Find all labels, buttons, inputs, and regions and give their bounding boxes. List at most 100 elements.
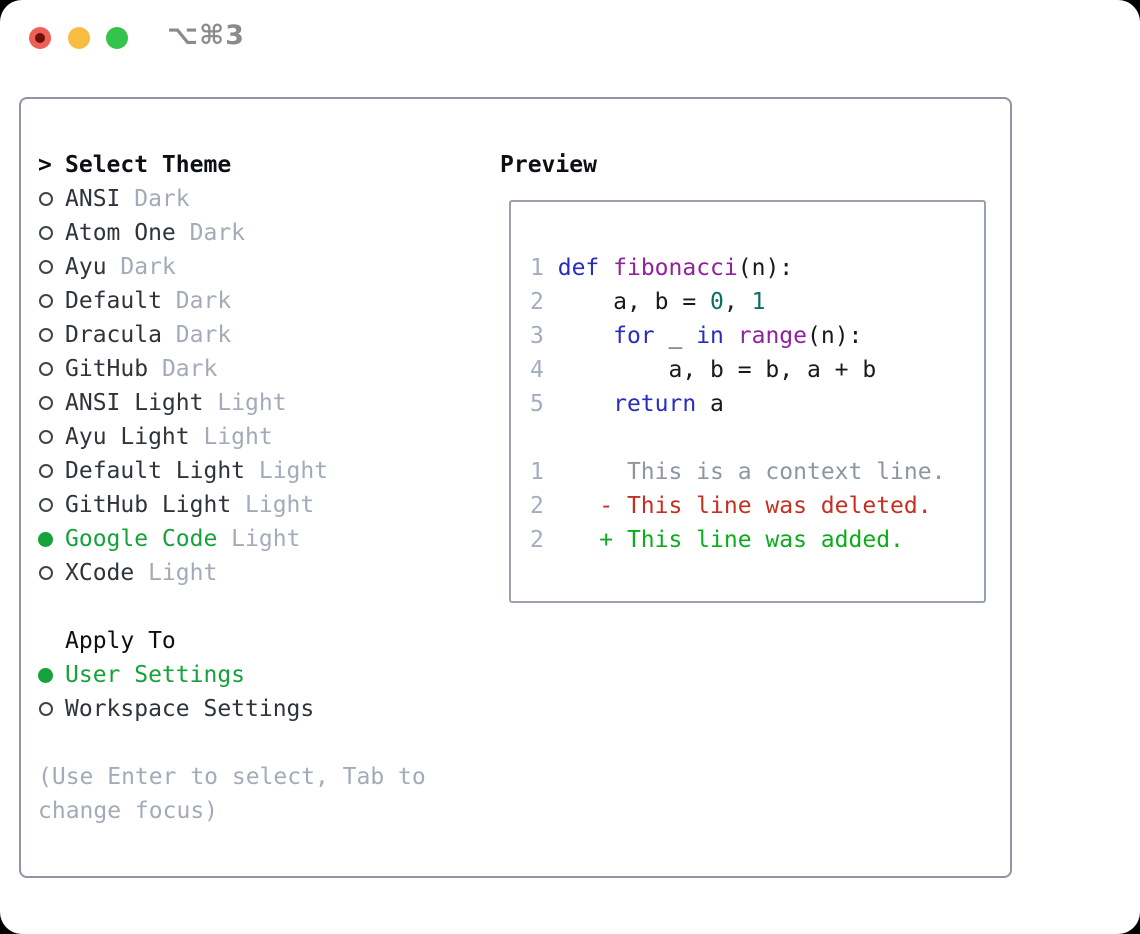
zoom-button[interactable] <box>106 27 128 49</box>
theme-variant: Light <box>245 458 329 484</box>
tok-pl <box>599 255 613 281</box>
tok-pl <box>544 459 627 485</box>
radio-icon <box>39 260 53 274</box>
tok-pl <box>544 527 599 553</box>
tok-pl: (n): <box>807 323 863 349</box>
theme-variant: Dark <box>120 186 190 212</box>
theme-option[interactable]: Default Light Light <box>38 454 468 488</box>
theme-variant: Dark <box>148 356 218 382</box>
tok-pl <box>544 255 558 281</box>
radio-icon <box>39 566 53 580</box>
theme-name: Atom One <box>65 220 176 246</box>
tok-pl: a, b = b, a + b <box>543 357 877 383</box>
code-line: 4 a, b = b, a + b <box>530 353 945 387</box>
apply-option-label: User Settings <box>65 662 246 688</box>
theme-variant: Dark <box>161 288 232 314</box>
apply-option[interactable]: User Settings <box>38 658 468 692</box>
theme-name: ANSI Light <box>65 390 204 416</box>
radio-icon <box>39 464 53 478</box>
theme-option[interactable]: ANSI Light Light <box>38 386 468 420</box>
theme-variant: Light <box>231 492 315 518</box>
tok-ln: 2 <box>530 527 544 553</box>
tok-num: 1 <box>751 289 766 315</box>
tok-pl <box>724 323 738 349</box>
tok-ln: 1 <box>530 459 544 485</box>
theme-name: GitHub <box>65 356 149 382</box>
theme-option[interactable]: Ayu Dark <box>38 250 468 284</box>
tok-add: + This line was added. <box>599 527 904 553</box>
radio-icon <box>39 430 53 444</box>
tok-ln: 2 <box>530 493 544 519</box>
theme-variant: Light <box>189 424 273 450</box>
tok-num: 0 <box>710 289 724 315</box>
theme-option[interactable]: XCode Light <box>38 556 468 590</box>
code-line: 2 - This line was deleted. <box>530 489 945 523</box>
theme-name: Ayu Light <box>65 424 190 450</box>
radio-icon <box>39 226 53 240</box>
tok-ln: 1 <box>530 255 544 281</box>
theme-option[interactable]: Dracula Dark <box>38 318 468 352</box>
close-dot-icon <box>35 33 45 43</box>
tok-pl: , <box>723 289 752 315</box>
preview-title: Preview <box>500 152 597 178</box>
radio-icon <box>39 294 53 308</box>
code-line: 2 + This line was added. <box>530 523 945 557</box>
radio-icon <box>39 192 53 206</box>
theme-option[interactable]: GitHub Light Light <box>38 488 468 522</box>
theme-variant: Light <box>203 390 287 416</box>
radio-icon <box>39 498 53 512</box>
tok-pl <box>544 323 613 349</box>
code-line: 2 a, b = 0, 1 <box>530 285 945 319</box>
select-theme-title: Select Theme <box>65 152 232 178</box>
theme-name: Default <box>65 288 162 314</box>
tok-fn: fibonacci <box>613 255 738 281</box>
minimize-button[interactable] <box>68 27 90 49</box>
theme-name: Default Light <box>65 458 246 484</box>
tok-kw: in <box>696 323 724 349</box>
help-text: (Use Enter to select, Tab to change focu… <box>38 764 426 824</box>
code-line: 3 for _ in range(n): <box>530 319 945 353</box>
code-line: 5 return a <box>530 387 945 421</box>
tok-pl: a <box>696 391 724 417</box>
apply-option-label: Workspace Settings <box>65 696 315 722</box>
theme-option[interactable]: Atom One Dark <box>38 216 468 250</box>
theme-name: ANSI <box>65 186 121 212</box>
theme-name: Dracula <box>65 322 162 348</box>
theme-variant: Light <box>217 526 301 552</box>
titlebar: ⌥⌘3 <box>0 0 1140 76</box>
theme-name: GitHub Light <box>65 492 232 518</box>
tok-del: - This line was deleted. <box>599 493 932 519</box>
theme-option[interactable]: GitHub Dark <box>38 352 468 386</box>
close-button[interactable] <box>29 27 51 49</box>
code-line: 1 This is a context line. <box>530 455 945 489</box>
radio-selected-icon <box>38 531 53 547</box>
apply-option[interactable]: Workspace Settings <box>38 692 468 726</box>
radio-selected-icon <box>38 667 53 683</box>
tok-pl: _ <box>654 323 697 349</box>
code-line <box>530 421 945 455</box>
tok-pl <box>544 493 599 519</box>
tok-kw: return <box>613 391 697 417</box>
theme-option[interactable]: Default Dark <box>38 284 468 318</box>
theme-option[interactable]: Ayu Light Light <box>38 420 468 454</box>
tok-pl: (n): <box>737 255 794 281</box>
radio-icon <box>39 396 53 410</box>
tok-ln: 2 <box>530 289 544 315</box>
tok-ctx: This is a context line. <box>626 459 946 485</box>
radio-icon <box>39 328 53 342</box>
tok-kw: for <box>613 323 655 349</box>
theme-option[interactable]: Google Code Light <box>38 522 468 556</box>
theme-option[interactable]: ANSI Dark <box>38 182 468 216</box>
theme-variant: Dark <box>175 220 246 246</box>
tok-fn: range <box>737 323 808 349</box>
tok-ln: 5 <box>530 391 544 417</box>
code-line: 1 def fibonacci(n): <box>530 251 945 285</box>
